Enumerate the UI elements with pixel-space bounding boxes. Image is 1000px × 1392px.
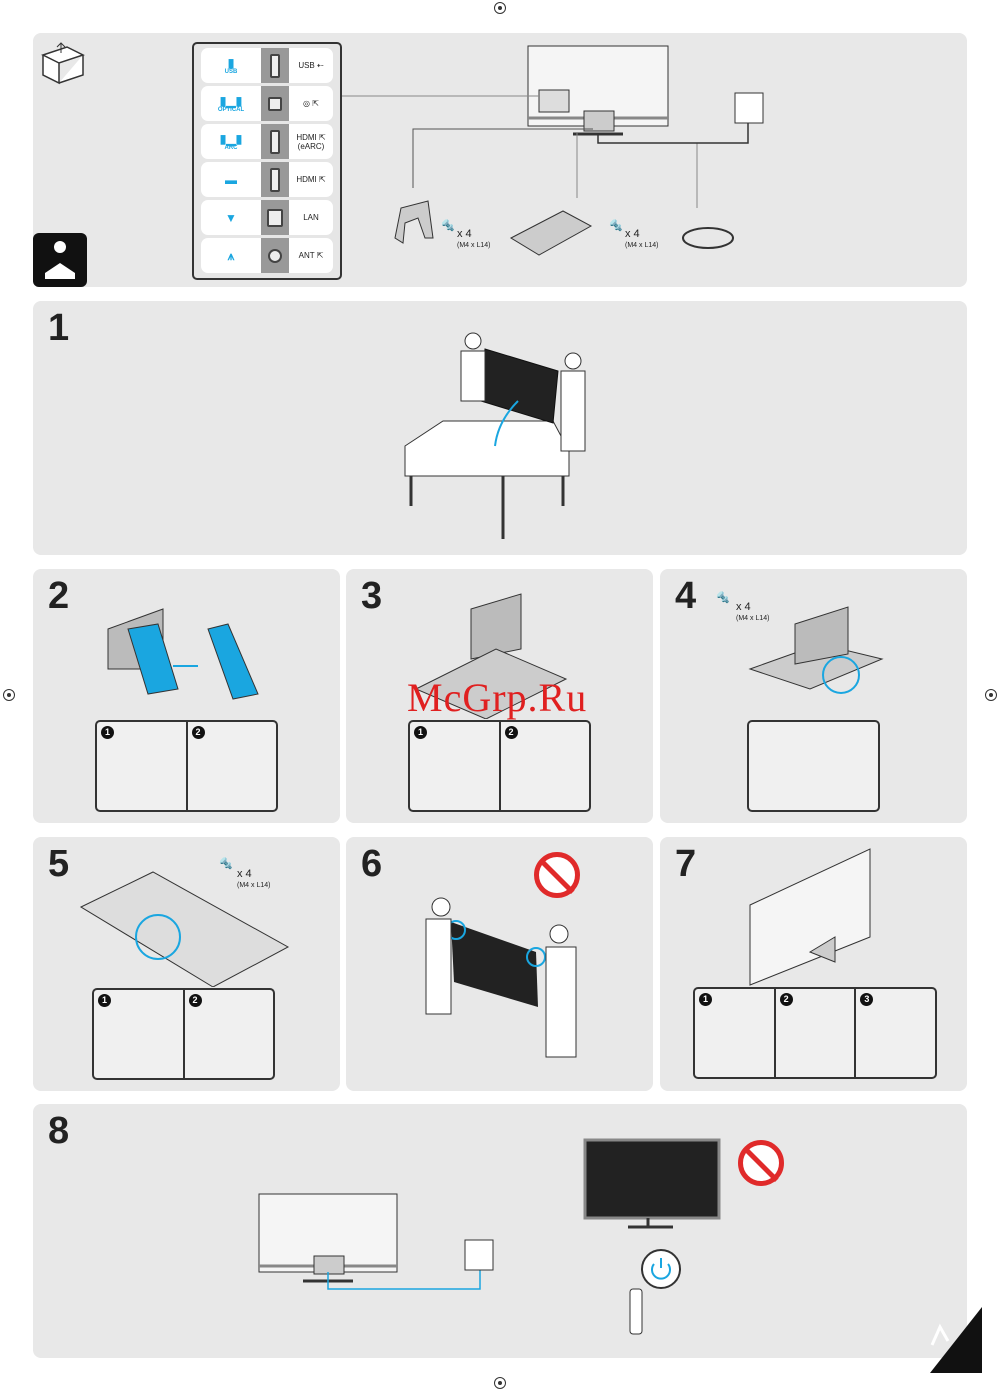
screws-base: 🔩: [609, 220, 623, 232]
hdmi-port-icon: [270, 129, 280, 154]
step-3-substeps: 1 2: [408, 720, 591, 812]
substep-3: 3: [856, 989, 935, 1077]
screw-count: x 4(M4 x L14): [457, 228, 491, 250]
wall-outlet: [734, 92, 764, 124]
registration-mark: [494, 1377, 506, 1389]
substep-2: 2: [501, 722, 590, 810]
step-2-panel: 2 1 2: [33, 569, 340, 823]
watermark: McGrp.Ru: [407, 675, 588, 720]
step-2-illustration: [107, 608, 259, 700]
speaker-icon: ▮▁▮: [219, 93, 243, 108]
step-number: 8: [48, 1110, 70, 1152]
step-5-panel: 5 🔩 x 4(M4 x L14) 1 2: [33, 837, 340, 1091]
stand-neck: [394, 200, 434, 244]
port-row-lan: ▼LAN: [201, 200, 333, 235]
substep-1: 1: [94, 990, 185, 1078]
step-number: 4: [675, 575, 697, 617]
step-3-illustration: [414, 593, 568, 719]
step-number: 2: [48, 575, 70, 617]
step-8-illustration: [258, 1138, 721, 1335]
substep-2: 2: [185, 990, 274, 1078]
contents-panel: 🔩 x 4(M4 x L14) 🔩 x 4(M4 x L14): [33, 33, 967, 287]
substep-1: 1: [410, 722, 501, 810]
substep-1: 1: [97, 722, 188, 810]
optical-port-icon: [268, 96, 282, 111]
no-touch-screen-icon: [534, 852, 580, 898]
step-2-substeps: 1 2: [95, 720, 278, 812]
step-6-illustration: [425, 897, 577, 1058]
antenna-icon: ⩚: [227, 248, 235, 263]
tv-front: [583, 1138, 721, 1220]
box-icon: [41, 42, 85, 85]
port-row-hdmi: ▬HDMI ⇱: [201, 162, 333, 197]
step-4-illustration: [748, 606, 884, 694]
screws-neck: 🔩: [441, 220, 455, 232]
step-3-panel: 3 1 2: [346, 569, 653, 823]
lan-plug-icon: ▼: [225, 210, 237, 225]
substep-2: 2: [776, 989, 857, 1077]
contents-illustration: [33, 42, 764, 287]
usb-port-icon: [270, 53, 280, 78]
step-8-panel: 8: [33, 1104, 967, 1358]
speaker-icon: ▮▁▮: [219, 131, 243, 146]
step-1-panel: 1: [33, 301, 967, 555]
step-4-panel: 4 🔩 x 4(M4 x L14): [660, 569, 967, 823]
step-7-illustration: [749, 848, 871, 986]
port-row-optical: ▮▁▮OPTICAL◎ ⇱: [201, 86, 333, 121]
screw-icon: 🔩: [219, 858, 233, 870]
power-cord: [682, 227, 734, 249]
screw-count: x 4(M4 x L14): [237, 868, 271, 890]
port-row-ant: ⩚ANT ⇱: [201, 238, 333, 273]
step-5-illustration: [79, 871, 290, 987]
step-number: 7: [675, 843, 697, 885]
registration-mark: [985, 689, 997, 701]
screw-icon: 🔩: [716, 592, 730, 604]
step-number: 6: [361, 843, 383, 885]
step-number: 1: [48, 307, 70, 349]
step-number: 3: [361, 575, 383, 617]
no-touch-screen-icon: [738, 1140, 784, 1186]
substep-2: 2: [188, 722, 277, 810]
substep-1: 1: [695, 989, 776, 1077]
registration-mark: [494, 2, 506, 14]
screw-count: x 4(M4 x L14): [625, 228, 659, 250]
registration-mark: [3, 689, 15, 701]
page-curl-icon: [930, 1307, 982, 1373]
usb-stick-icon: ▮: [227, 55, 235, 70]
step-6-panel: 6: [346, 837, 653, 1091]
set-top-box-icon: ▬: [225, 172, 237, 187]
stand-base: [509, 210, 593, 256]
lan-port-icon: [267, 208, 283, 227]
hdmi-port-icon: [270, 167, 280, 192]
step-1-illustration: [404, 332, 586, 539]
step-4-detail: [747, 720, 880, 812]
screw-count: x 4(M4 x L14): [736, 601, 770, 623]
antenna-port-icon: [268, 248, 282, 263]
tv-back: [527, 45, 669, 136]
step-number: 5: [48, 843, 70, 885]
step-7-panel: 7 1 2 3: [660, 837, 967, 1091]
step-5-substeps: 1 2: [92, 988, 275, 1080]
remote-control: [629, 1288, 643, 1335]
power-icon: [651, 1258, 671, 1280]
step-7-substeps: 1 2 3: [693, 987, 937, 1079]
wall-outlet: [464, 1239, 494, 1271]
